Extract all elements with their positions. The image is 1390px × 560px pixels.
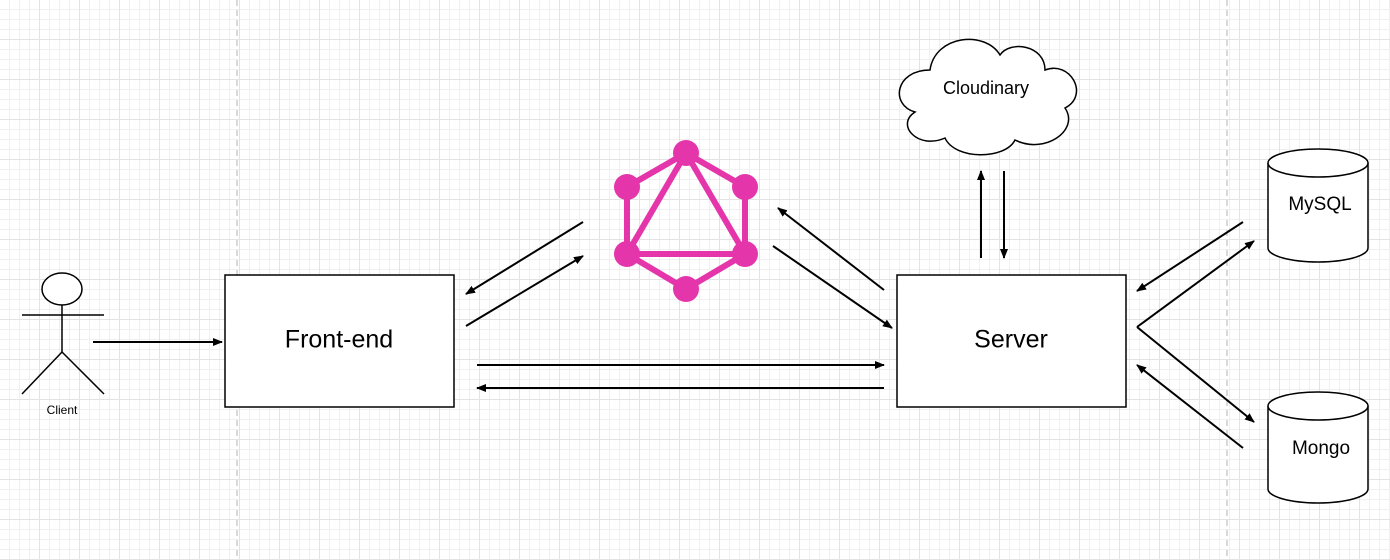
arrow-frontend-to-graphql [465, 255, 584, 327]
arrow-server-to-mongo [1136, 326, 1255, 423]
server-node[interactable]: Server [896, 274, 1127, 408]
frontend-label: Front-end [285, 326, 393, 354]
mongo-label: Mongo [1292, 438, 1350, 459]
mysql-node[interactable]: MySQL [1267, 148, 1369, 263]
client-actor[interactable]: Client [21, 272, 105, 417]
mongo-node[interactable]: Mongo [1267, 391, 1369, 504]
server-box [896, 274, 1127, 408]
arrow-graphql-to-server [772, 245, 893, 329]
arrow-mongo-to-server [1136, 364, 1244, 449]
database-icon [1267, 148, 1369, 263]
frontend-node[interactable]: Front-end [224, 274, 455, 408]
arrow-mysql-to-server [1136, 221, 1244, 292]
frontend-box [224, 274, 455, 408]
database-icon [1267, 391, 1369, 504]
stick-figure-icon [21, 272, 105, 395]
client-label: Client [47, 403, 78, 417]
cloudinary-label: Cloudinary [943, 78, 1029, 98]
mysql-label: MySQL [1288, 194, 1351, 215]
cloudinary-node[interactable]: Cloudinary [898, 38, 1078, 156]
arrow-server-to-graphql [777, 207, 885, 291]
arrow-graphql-to-frontend [465, 221, 584, 295]
arrow-server-to-mysql [1136, 240, 1255, 328]
graphql-icon[interactable] [614, 140, 758, 302]
server-label: Server [974, 326, 1048, 354]
cloud-icon [898, 38, 1078, 156]
